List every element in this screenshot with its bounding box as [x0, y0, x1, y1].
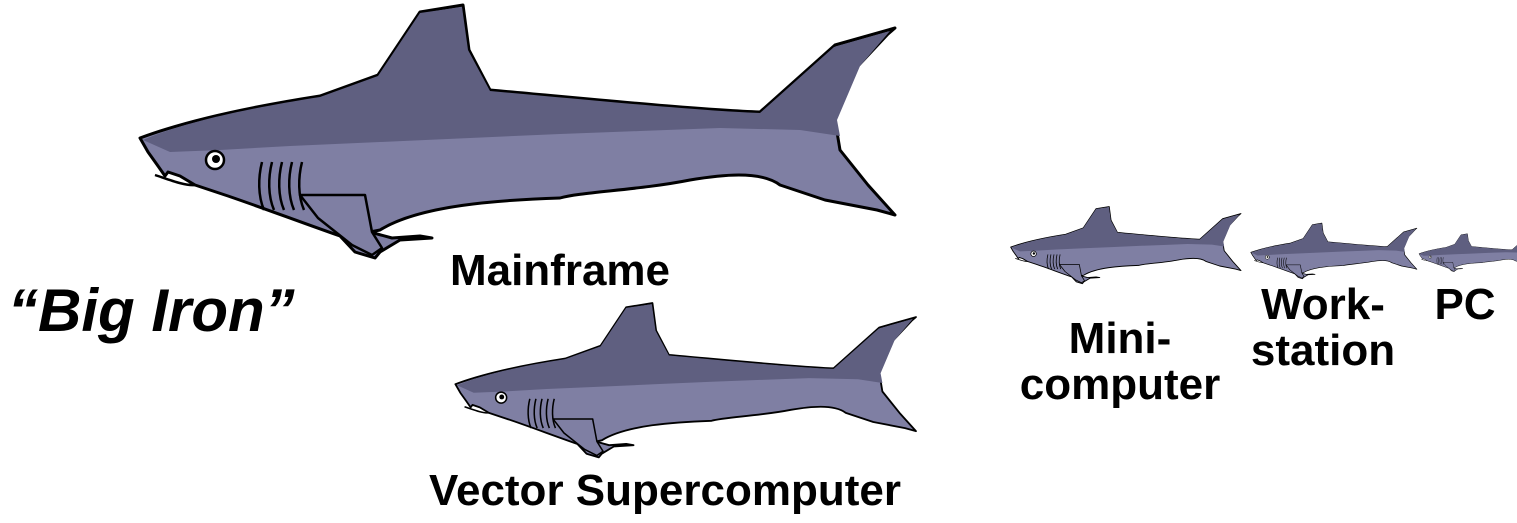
minicomputer-label: Mini- computer [1010, 316, 1230, 408]
big-iron-label: “Big Iron” [8, 276, 295, 345]
vector-supercomputer-label: Vector Supercomputer [395, 468, 935, 514]
vector-supercomputer-shark [455, 303, 916, 457]
mainframe-shark [140, 5, 895, 258]
minicomputer-shark [1011, 207, 1241, 284]
mainframe-label: Mainframe [430, 248, 690, 294]
workstation-shark [1251, 223, 1417, 279]
pc-label: PC [1415, 282, 1515, 328]
pc-shark [1419, 234, 1517, 272]
workstation-label: Work- station [1228, 282, 1418, 374]
